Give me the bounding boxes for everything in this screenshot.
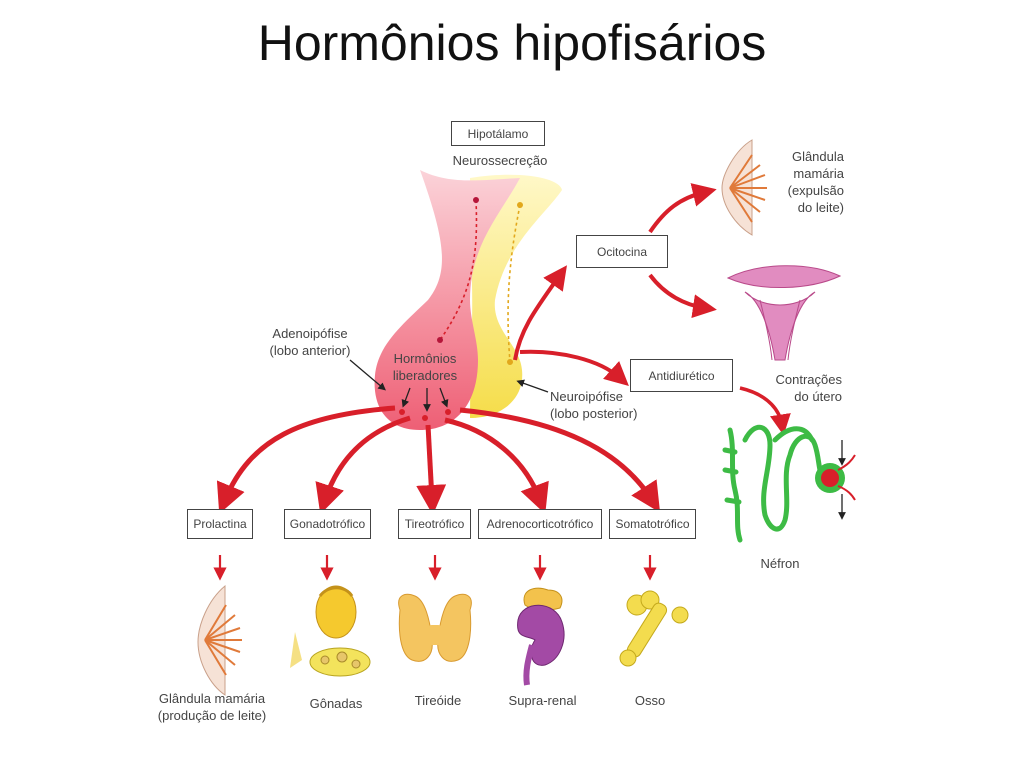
prolactin-box: Prolactina (187, 509, 253, 539)
nephron-icon (725, 427, 825, 540)
antidiuretic-box: Antidiurético (630, 359, 733, 392)
hypothalamus-box: Hipotálamo (451, 121, 545, 146)
oxytocin-box: Ocitocina (576, 235, 668, 268)
neurosecretion-label: Neurossecreção (430, 152, 570, 169)
releasing-hormones-label: Hormônios liberadores (375, 350, 475, 384)
adrenocorticotrophic-box: Adrenocorticotrófico (478, 509, 602, 539)
gonads-label: Gônadas (296, 695, 376, 712)
nephron-label: Néfron (745, 555, 815, 572)
gonads-icon (290, 586, 370, 676)
adenohypophysis-label: Adenoipófise (lobo anterior) (250, 325, 370, 359)
adrenal-kidney-icon (518, 588, 564, 685)
mammary-production-label: Glândula mamária (produção de leite) (142, 690, 282, 724)
uterus-icon (728, 266, 840, 360)
uterus-contractions-label: Contrações do útero (750, 371, 842, 405)
bone-label: Osso (620, 692, 680, 709)
thyroid-label: Tireóide (398, 692, 478, 709)
somatotrophic-box: Somatotrófico (609, 509, 696, 539)
mammary-expulsion-label: Glândula mamária (expulsão do leite) (760, 148, 844, 216)
bone-icon (620, 591, 688, 666)
gonadotrophic-box: Gonadotrófico (284, 509, 371, 539)
adrenal-label: Supra-renal (495, 692, 590, 709)
mammary-gland-icon (198, 586, 242, 695)
thyrotrophic-box: Tireotrófico (398, 509, 471, 539)
glomerulus-icon (815, 440, 855, 516)
neurohypophysis-label: Neuroipófise (lobo posterior) (550, 388, 660, 422)
thyroid-icon (399, 594, 472, 661)
